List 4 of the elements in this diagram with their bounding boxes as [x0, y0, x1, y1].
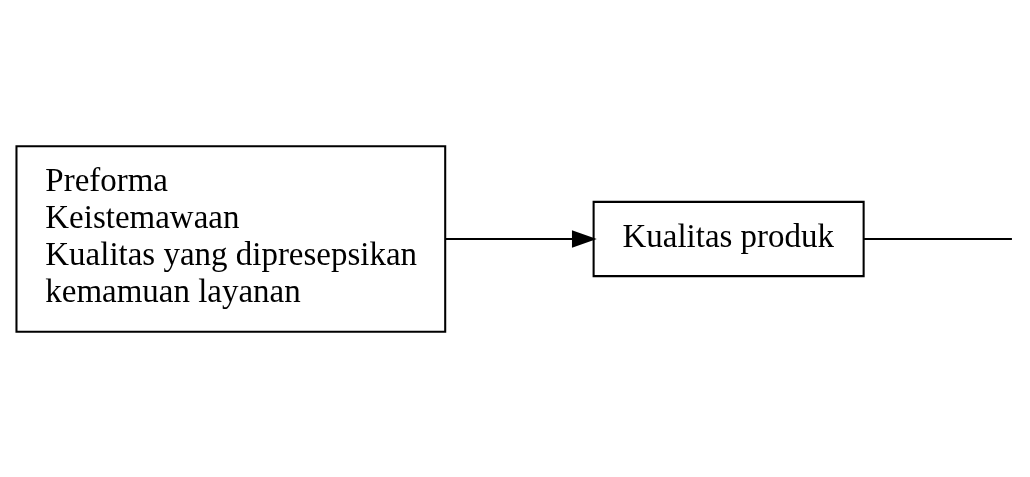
- connector: [864, 237, 1012, 240]
- node-box: Preforma Keistemawaan Kualitas yang dipresepsikan kemamuan layanan: [15, 144, 447, 333]
- node-box: Kualitas produk: [592, 200, 865, 277]
- arrow: [445, 229, 597, 248]
